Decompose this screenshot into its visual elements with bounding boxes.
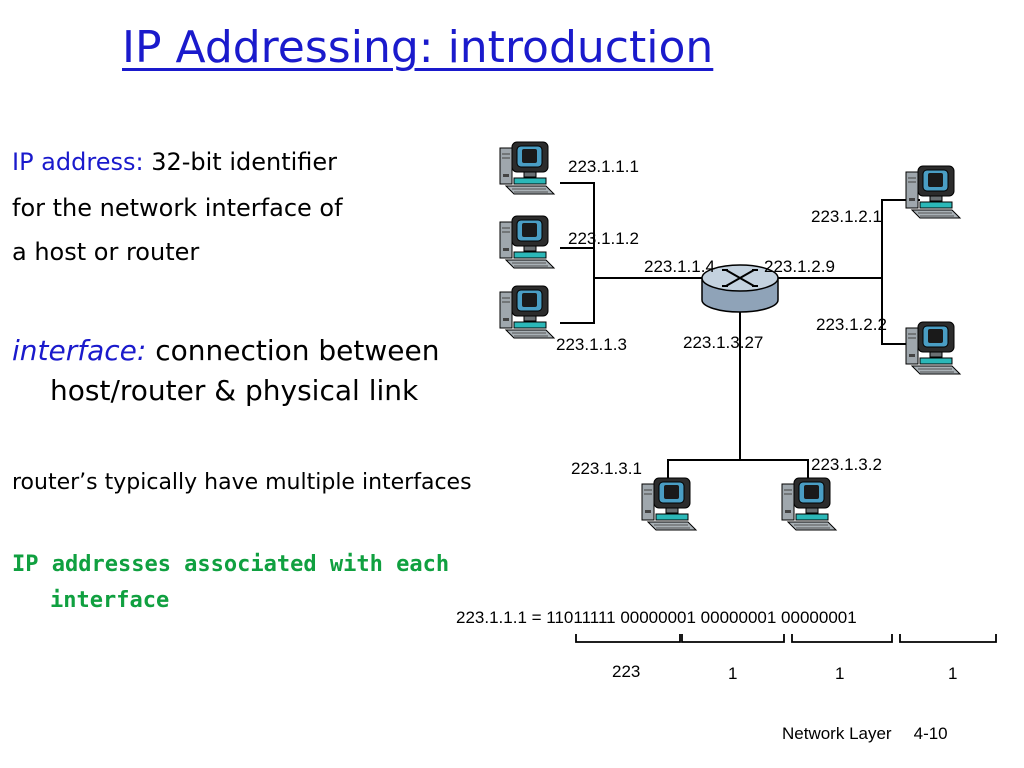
ip-address-def: 32-bit identifier [143,148,338,176]
computer-icon [499,215,555,269]
network-links [560,182,920,482]
octet-label: 1 [948,664,957,683]
subnet-2-link [881,199,920,345]
interface-continuation: host/router & physical link [50,374,419,407]
computer-icon [905,165,961,219]
computer-icon [499,285,555,339]
footer-section: Network Layer [782,724,892,743]
slide-footer: Network Layer 4-10 [782,724,948,744]
host-label: 223.1.2.2 [816,315,887,334]
interface-term: interface: [12,334,147,367]
computer-icon [499,141,555,195]
slide-title: IP Addressing: introduction [122,22,714,73]
octet-braces [575,634,997,643]
ip-address-term: IP address: [12,148,144,176]
host-label: 223.1.1.1 [568,157,639,176]
interface-definition: interface: connection between [12,334,439,367]
computer-icon [905,321,961,375]
host-label: 223.1.3.1 [571,459,642,478]
interface-def: connection between [146,334,440,367]
assoc-line-1: IP addresses associated with each [12,552,450,577]
definition-line-2: for the network interface of [12,194,343,222]
octet-label: 223 [612,662,640,681]
router-interface-label: 223.1.1.4 [644,257,715,276]
ip-address-definition: IP address: 32-bit identifier [12,148,337,176]
router-interface-label: 223.1.2.9 [764,257,835,276]
computer-icon [641,477,697,531]
router-interface-label: 223.1.3.27 [683,333,763,352]
octet-label: 1 [835,664,844,683]
host-label: 223.1.1.3 [556,335,627,354]
host-label: 223.1.1.2 [568,229,639,248]
footer-page-number: 4-10 [913,724,948,743]
computer-icon [781,477,837,531]
subnet-3-link [667,459,809,482]
subnet-1-link [560,182,595,324]
routers-line: router’s typically have multiple interfa… [12,470,472,495]
host-label: 223.1.3.2 [811,455,882,474]
assoc-line-2: interface [50,588,170,613]
octet-label: 1 [728,664,737,683]
host-label: 223.1.2.1 [811,207,882,226]
definition-line-3: a host or router [12,238,200,266]
router-icon [701,264,779,313]
binary-equation: 223.1.1.1 = 11011111 00000001 00000001 0… [456,608,857,627]
